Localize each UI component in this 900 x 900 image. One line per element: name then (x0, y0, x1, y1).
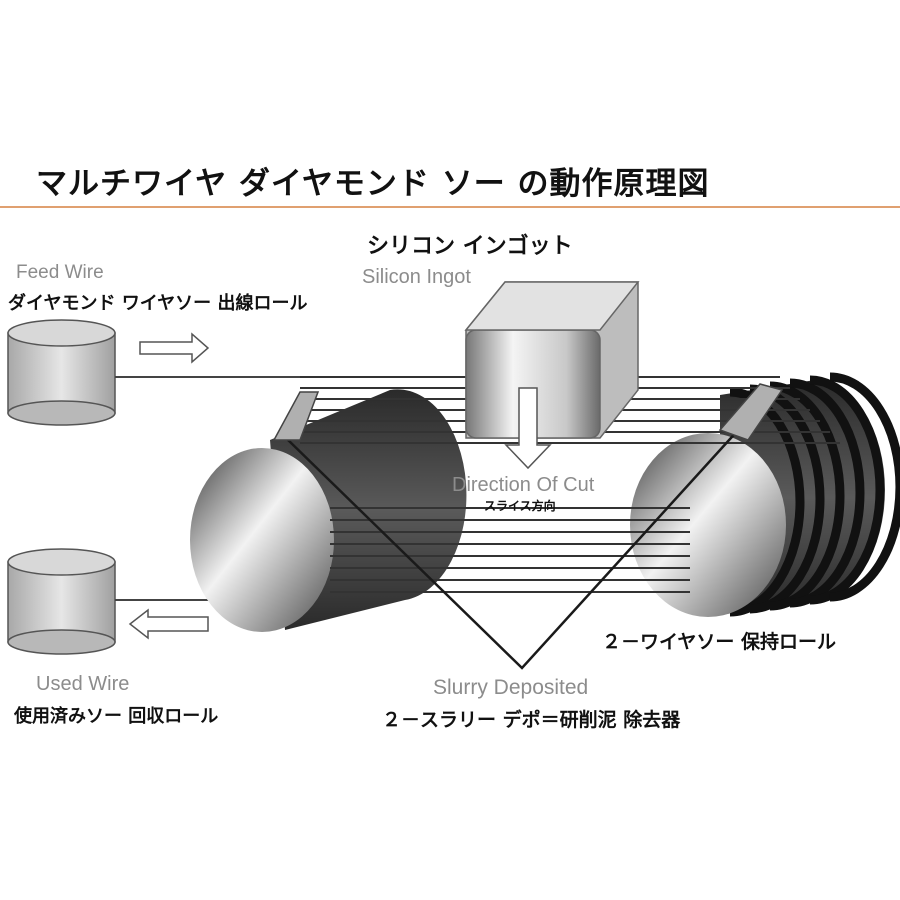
return-arrow-icon (128, 608, 209, 640)
right-wire-guide-roller (630, 372, 900, 617)
ingot-label-jp: シリコン インゴット (367, 234, 573, 259)
used-wire-label-jp: 使用済みソー 回収ロール (14, 706, 219, 727)
ingot-label-en: Silicon Ingot (362, 266, 471, 288)
cut-direction-arrow-icon (504, 387, 552, 470)
page-title: マルチワイヤ ダイヤモンド ソー の動作原理図 (36, 166, 710, 202)
left-wire-guide (272, 391, 320, 441)
silicon-ingot (464, 281, 640, 439)
cut-direction-label-jp: スライス方向 (484, 499, 556, 513)
used-wire-label-en: Used Wire (36, 673, 130, 695)
title-divider (0, 206, 900, 208)
slurry-label-en: Slurry Deposited (433, 676, 589, 699)
right-wire-guide (718, 383, 784, 441)
wire-web-bottom (330, 507, 690, 593)
cut-direction-label-en: Direction Of Cut (452, 474, 595, 496)
left-wire-guide-roller (190, 389, 467, 632)
feed-wire-label-en: Feed Wire (16, 262, 104, 283)
slurry-label-jp: ２－スラリー デポ＝研削泥 除去器 (382, 709, 681, 731)
slurry-deposit-path (285, 427, 741, 670)
feed-wire-label-jp: ダイヤモンド ワイヤソー 出線ロール (8, 293, 308, 314)
used-spool (7, 548, 116, 655)
feed-spool (7, 319, 116, 426)
feed-arrow-icon (139, 332, 210, 364)
roller-label-jp: ２－ワイヤソー 保持ロール (602, 631, 837, 653)
